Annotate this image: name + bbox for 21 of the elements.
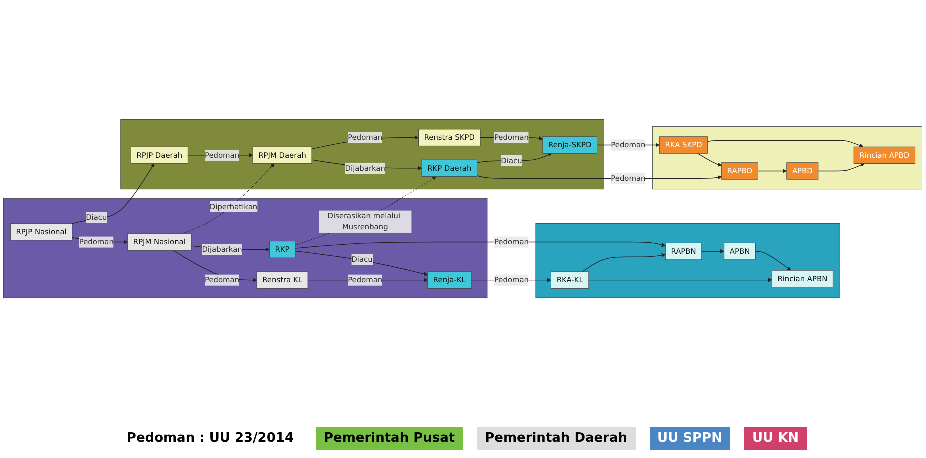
arrow [295,251,428,276]
cluster [4,198,488,298]
law-tag: UU SPPN [650,426,730,450]
law-tag: UU KN [744,426,808,450]
arrow [708,140,864,148]
arrow [182,164,275,234]
arrow [582,254,666,272]
arrow [818,164,865,172]
arrow [295,242,666,250]
cluster [652,126,922,190]
arrow [758,169,788,174]
arrow [702,250,725,254]
arrow [697,153,722,167]
region-tag: Pemerintah Daerah [477,426,636,450]
cluster [120,120,604,190]
region-tag: Pemerintah Pusat [316,426,464,450]
arrow [755,251,792,271]
arrow [295,176,437,246]
arrow [72,164,155,224]
cluster [536,224,840,298]
arrow [588,278,772,282]
